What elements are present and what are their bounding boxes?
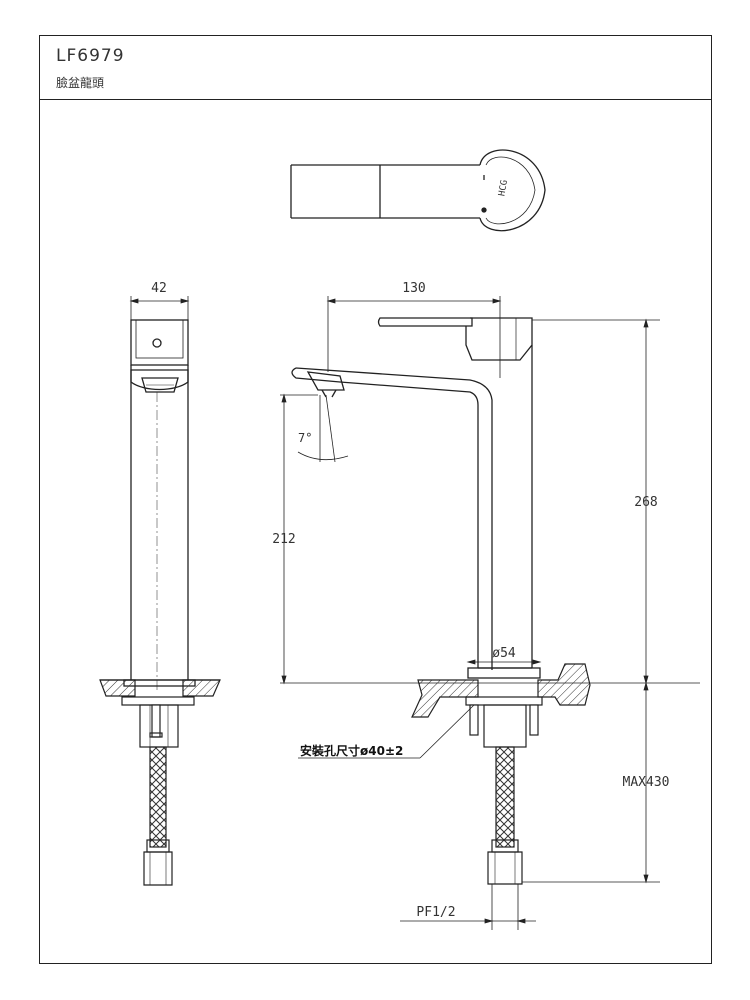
dim-label-max430: MAX430	[623, 775, 670, 790]
dim-label-42: 42	[151, 281, 167, 296]
countertop-section-right	[280, 663, 700, 718]
dim-reach-130	[326, 296, 502, 378]
dim-label-pf: PF1/2	[416, 905, 455, 920]
front-underbody	[465, 696, 543, 885]
dim-max-430	[522, 681, 660, 884]
dim-label-268: 268	[634, 495, 657, 510]
spout-angle-marker	[297, 394, 349, 463]
product-name: 臉盆龍頭	[56, 76, 105, 90]
dim-height-212	[280, 393, 318, 685]
dim-width-42	[129, 296, 190, 320]
top-view	[290, 149, 546, 232]
brand-logo: HCG	[497, 179, 510, 197]
drawing-sheet: LF6979 臉盆龍頭	[39, 35, 712, 964]
countertop-section-left	[99, 679, 221, 697]
dim-base-54	[466, 659, 542, 665]
dim-angle-label: 7°	[298, 431, 312, 445]
dim-label-54: ø54	[492, 646, 516, 661]
side-underbody	[121, 696, 195, 886]
front-view	[291, 317, 541, 679]
dim-thread-pf	[400, 884, 536, 930]
install-hole-leader	[298, 704, 475, 759]
title-block: LF6979 臉盆龍頭	[40, 36, 711, 100]
install-hole-label: 安裝孔尺寸ø40±2	[300, 743, 403, 758]
dim-height-268	[532, 318, 660, 685]
model-number: LF6979	[56, 46, 125, 66]
dim-label-130: 130	[402, 281, 425, 296]
dim-label-212: 212	[272, 532, 295, 547]
side-view	[123, 319, 196, 690]
